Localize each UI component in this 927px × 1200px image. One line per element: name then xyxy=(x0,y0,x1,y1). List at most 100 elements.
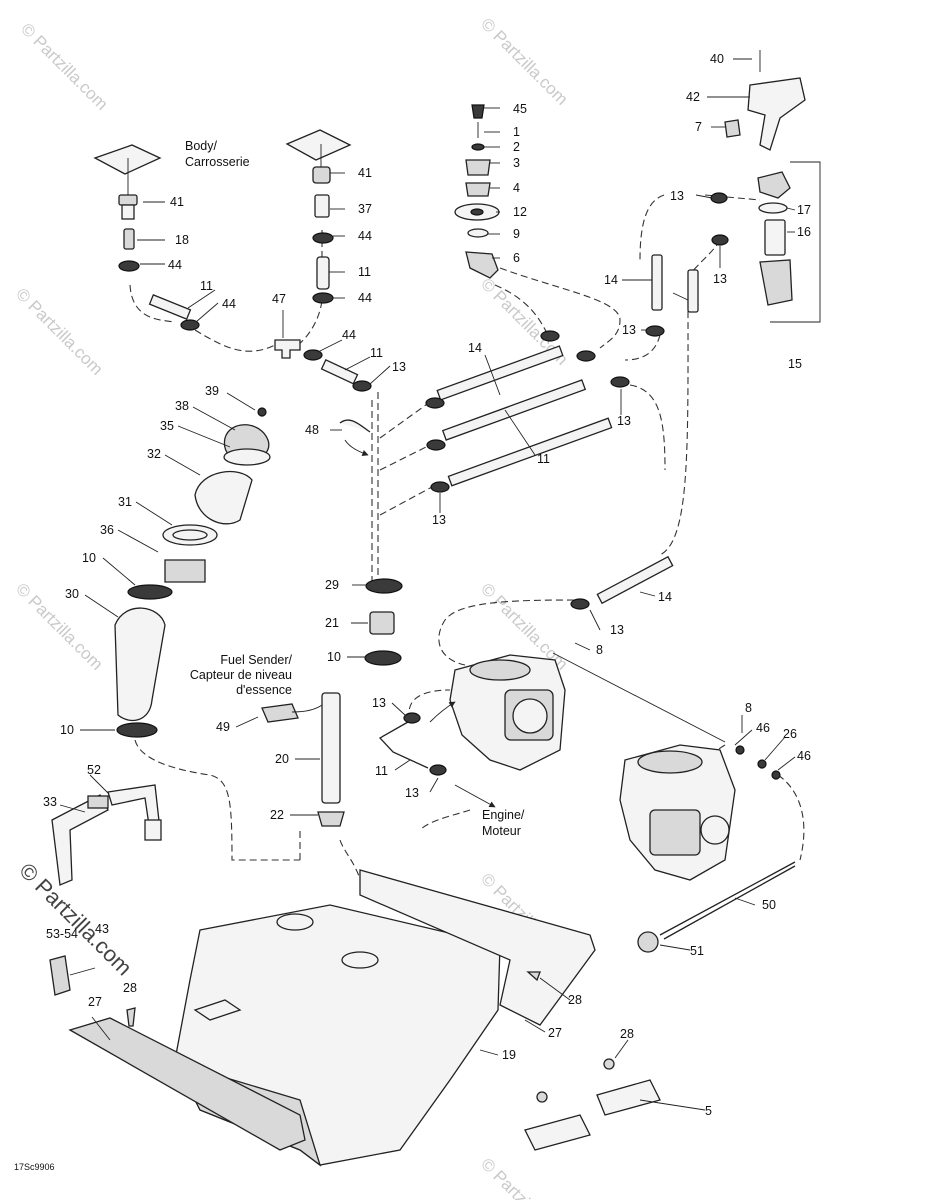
callout-44: 44 xyxy=(222,297,236,311)
callout-33: 33 xyxy=(43,795,57,809)
mounting-plates xyxy=(49,955,661,1151)
callout-8: 8 xyxy=(745,701,752,715)
callout-41: 41 xyxy=(170,195,184,209)
callout-44: 44 xyxy=(358,291,372,305)
fuel-tank xyxy=(68,869,596,1167)
body-fitting-right xyxy=(285,129,352,304)
callout-11: 11 xyxy=(537,452,550,466)
callout-48: 48 xyxy=(305,423,319,437)
body-label: Body/ xyxy=(185,139,217,153)
callout-42: 42 xyxy=(686,90,700,104)
fuel-lines xyxy=(425,192,729,610)
callout-1: 1 xyxy=(513,125,520,139)
callout-8: 8 xyxy=(596,643,603,657)
callout-15: 15 xyxy=(788,357,802,371)
callout-28: 28 xyxy=(620,1027,634,1041)
watermark-text: © Partzilla.com xyxy=(477,14,571,108)
callout-53-54: 53-54 xyxy=(46,927,78,941)
fuel-sender-label: Fuel Sender/ xyxy=(220,653,292,667)
callout-9: 9 xyxy=(513,227,520,241)
callout-leaders xyxy=(59,58,796,1111)
callout-numbers: 40 42 7 45 1 2 3 4 12 9 6 41 18 44 41 37… xyxy=(43,52,811,1118)
callout-44: 44 xyxy=(168,258,182,272)
callout-10: 10 xyxy=(327,650,341,664)
callout-5: 5 xyxy=(705,1104,712,1118)
fuel-sender-assembly xyxy=(261,419,403,827)
callout-18: 18 xyxy=(175,233,189,247)
callout-14: 14 xyxy=(604,273,618,287)
callout-17: 17 xyxy=(797,203,811,217)
callout-35: 35 xyxy=(160,419,174,433)
callout-13: 13 xyxy=(392,360,406,374)
callout-44: 44 xyxy=(342,328,356,342)
callout-43: 43 xyxy=(95,922,109,936)
capteur-label: Capteur de niveau xyxy=(190,668,292,682)
callout-37: 37 xyxy=(358,202,372,216)
callout-13: 13 xyxy=(372,696,386,710)
callout-39: 39 xyxy=(205,384,219,398)
callout-4: 4 xyxy=(513,181,520,195)
callout-31: 31 xyxy=(118,495,132,509)
hose-fitting-47 xyxy=(148,294,372,392)
callout-11: 11 xyxy=(370,346,383,360)
callout-16: 16 xyxy=(797,225,811,239)
callout-47: 47 xyxy=(272,292,286,306)
callout-29: 29 xyxy=(325,578,339,592)
watermark-text: © Partzilla.com xyxy=(12,579,106,673)
tank-strap xyxy=(51,784,162,886)
callout-41: 41 xyxy=(358,166,372,180)
callout-46: 46 xyxy=(797,749,811,763)
callout-30: 30 xyxy=(65,587,79,601)
callout-12: 12 xyxy=(513,205,527,219)
essence-label: d'essence xyxy=(236,683,292,697)
callout-14: 14 xyxy=(468,341,482,355)
fuel-cap-stack xyxy=(454,104,500,279)
carburetor-rear xyxy=(619,744,736,881)
callout-22: 22 xyxy=(270,808,284,822)
moteur-label: Moteur xyxy=(482,824,521,838)
callout-52: 52 xyxy=(87,763,101,777)
choke-cable xyxy=(637,745,796,953)
watermark-text: © Partzilla.com xyxy=(17,19,111,113)
callout-26: 26 xyxy=(783,727,797,741)
callout-10: 10 xyxy=(60,723,74,737)
carrosserie-label: Carrosserie xyxy=(185,155,250,169)
callout-38: 38 xyxy=(175,399,189,413)
callout-27: 27 xyxy=(548,1026,562,1040)
callout-19: 19 xyxy=(502,1048,516,1062)
callout-36: 36 xyxy=(100,523,114,537)
callout-11: 11 xyxy=(358,265,371,279)
callout-44: 44 xyxy=(358,229,372,243)
callout-7: 7 xyxy=(695,120,702,134)
callout-20: 20 xyxy=(275,752,289,766)
callout-13: 13 xyxy=(713,272,727,286)
engine-label: Engine/ xyxy=(482,808,525,822)
callout-11: 11 xyxy=(375,764,388,778)
callout-13: 13 xyxy=(432,513,446,527)
callout-28: 28 xyxy=(123,981,137,995)
callout-28: 28 xyxy=(568,993,582,1007)
callout-32: 32 xyxy=(147,447,161,461)
callout-51: 51 xyxy=(690,944,704,958)
callout-11: 11 xyxy=(200,279,213,293)
body-fitting-left xyxy=(93,144,162,272)
watermark-side-text: © Partzilla.com xyxy=(14,858,137,981)
callout-6: 6 xyxy=(513,251,520,265)
diagram-code: 17Sc9906 xyxy=(14,1162,55,1172)
callout-13: 13 xyxy=(610,623,624,637)
carburetor-front xyxy=(378,652,726,776)
watermark-text: © Partzilla.com xyxy=(12,284,106,378)
callout-2: 2 xyxy=(513,140,520,154)
flow-arrows xyxy=(344,439,496,808)
filter-assembly xyxy=(724,50,821,323)
callout-27: 27 xyxy=(88,995,102,1009)
callout-49: 49 xyxy=(216,720,230,734)
callout-10: 10 xyxy=(82,551,96,565)
callout-14: 14 xyxy=(658,590,672,604)
callout-13: 13 xyxy=(617,414,631,428)
callout-13: 13 xyxy=(405,786,419,800)
callout-50: 50 xyxy=(762,898,776,912)
callout-46: 46 xyxy=(756,721,770,735)
callout-45: 45 xyxy=(513,102,527,116)
